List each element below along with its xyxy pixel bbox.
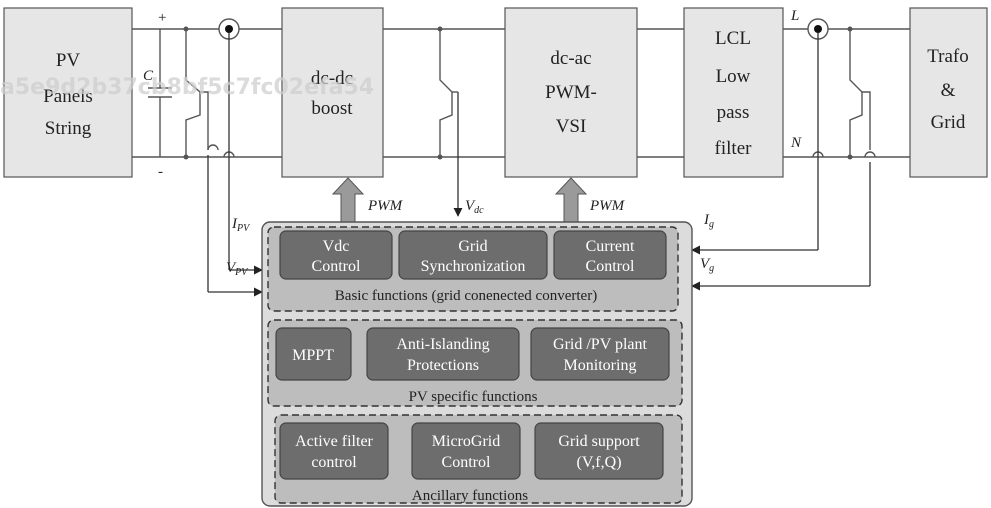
pwm-arrow-boost xyxy=(331,177,365,223)
inverter-label-1: dc-ac xyxy=(550,48,591,69)
active-filter-line2: control xyxy=(311,454,357,471)
pwm-label-boost: PWM xyxy=(367,198,404,214)
mppt-label: MPPT xyxy=(292,347,334,364)
pv-specific-title: PV specific functions xyxy=(409,389,538,405)
active-filter-line1: Active filter xyxy=(295,433,373,450)
anti-islanding-box xyxy=(366,327,520,381)
pwm-arrow-inverter xyxy=(554,177,588,223)
pv-current-sensor xyxy=(218,18,263,275)
inverter-label-3: VSI xyxy=(556,116,587,137)
grid-sync-line1: Grid xyxy=(458,238,487,255)
monitoring-box xyxy=(530,327,670,381)
watermark: a5e9d2b37cb8bf5c7fc02efa54 xyxy=(0,75,374,100)
active-filter-box xyxy=(279,422,389,480)
dc-dc-boost-block: dc-dc boost xyxy=(281,7,384,178)
vdc-control-line1: Vdc xyxy=(323,238,350,255)
current-control-line1: Current xyxy=(586,238,635,255)
vpv-label: VPV xyxy=(226,260,249,278)
monitoring-line1: Grid /PV plant xyxy=(553,336,647,353)
ancillary-group: Active filter control MicroGrid Control … xyxy=(274,414,683,504)
line-l-label: L xyxy=(790,8,799,24)
boost-label-1: dc-dc xyxy=(311,68,353,89)
grid-support-line2: (V,f,Q) xyxy=(576,454,621,471)
current-control-line2: Control xyxy=(586,258,635,275)
vdc-control-box xyxy=(279,230,393,280)
grid-support-box xyxy=(534,422,664,480)
lcl-filter-block: LCL Low pass filter xyxy=(683,7,784,178)
pwm-label-inverter: PWM xyxy=(589,198,626,214)
current-control-box xyxy=(553,230,667,280)
inverter-label-2: PWM- xyxy=(545,82,597,103)
basic-functions-group: Vdc Control Grid Synchronization Current… xyxy=(267,226,679,312)
microgrid-line2: Control xyxy=(442,454,491,471)
pv-label-3: String xyxy=(45,118,92,139)
power-wires xyxy=(132,28,910,158)
monitoring-line2: Monitoring xyxy=(564,357,637,374)
plus-sign: + xyxy=(158,10,166,26)
pv-panels-block: PV Panels String xyxy=(3,7,133,178)
boost-label-2: boost xyxy=(311,98,353,119)
grid-support-line1: Grid support xyxy=(558,433,640,450)
microgrid-line1: MicroGrid xyxy=(432,433,500,450)
ig-label: Ig xyxy=(703,212,714,230)
grid-label-2: & xyxy=(941,80,956,101)
pv-label-1: PV xyxy=(56,50,81,71)
trafo-grid-block: Trafo & Grid xyxy=(909,7,988,178)
filter-label-4: filter xyxy=(715,138,753,159)
basic-functions-title: Basic functions (grid conenected convert… xyxy=(335,288,597,304)
pv-voltage-sensor xyxy=(183,26,263,297)
anti-islanding-line2: Protections xyxy=(407,357,479,374)
ancillary-title: Ancillary functions xyxy=(412,488,528,504)
vdc-label: Vdc xyxy=(465,198,484,216)
microgrid-box xyxy=(411,422,521,480)
pv-label-2: Panels xyxy=(43,86,93,107)
dc-link-capacitor xyxy=(148,29,172,157)
grid-sync-box xyxy=(398,230,548,280)
pv-specific-group: MPPT Anti-Islanding Protections Grid /PV… xyxy=(267,319,683,407)
grid-label-3: Grid xyxy=(931,112,966,133)
grid-current-sensor xyxy=(691,18,829,255)
filter-label-1: LCL xyxy=(715,28,751,49)
filter-label-3: pass xyxy=(717,102,750,123)
dc-ac-inverter-block: dc-ac PWM- VSI xyxy=(504,7,638,178)
grid-voltage-sensor xyxy=(691,26,876,291)
minus-sign: - xyxy=(158,164,163,180)
line-n-label: N xyxy=(790,135,802,151)
grid-sync-line2: Synchronization xyxy=(421,258,526,275)
vg-label: Vg xyxy=(700,256,714,274)
anti-islanding-line1: Anti-Islanding xyxy=(396,336,489,353)
mppt-box xyxy=(275,327,352,381)
capacitor-label: C xyxy=(143,68,154,84)
vdc-control-line2: Control xyxy=(312,258,361,275)
ipv-label: IPV xyxy=(231,216,251,234)
vdc-sensor xyxy=(437,26,463,217)
filter-label-2: Low xyxy=(716,66,751,87)
grid-label-1: Trafo xyxy=(927,46,969,67)
